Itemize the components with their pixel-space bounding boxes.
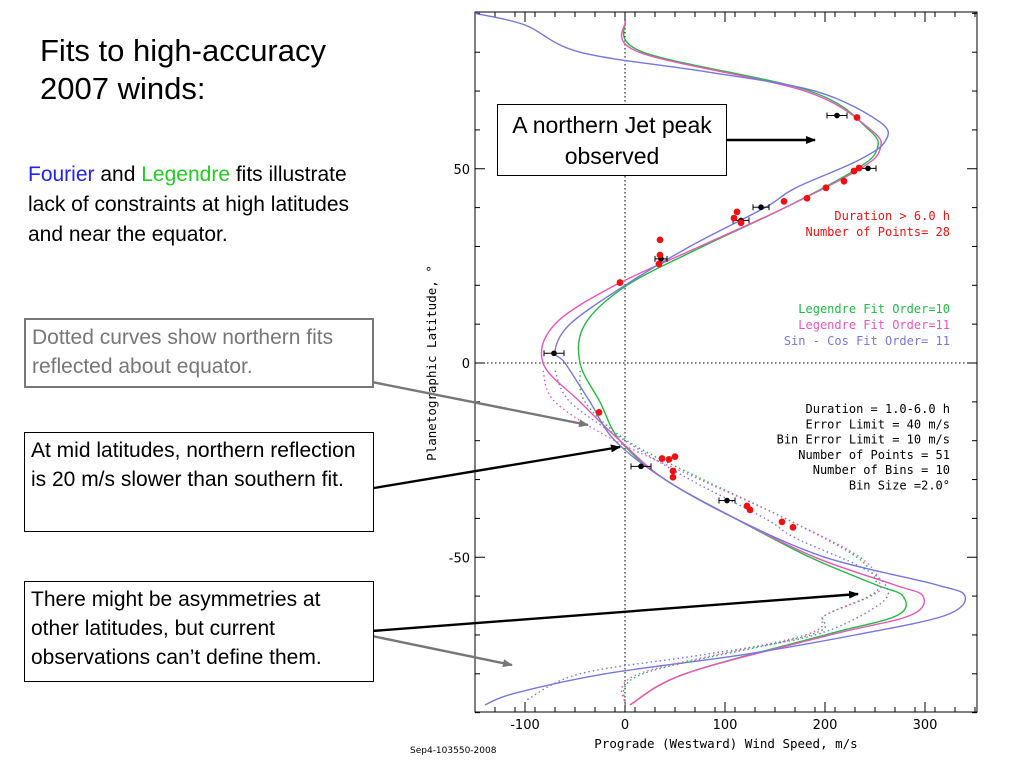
stats-red-label: Number of Points= 28 <box>806 225 951 239</box>
stats-label: Number of Points = 51 <box>798 448 950 462</box>
fit-curve <box>540 20 926 706</box>
observation-point <box>853 114 861 121</box>
observation-point <box>850 167 858 175</box>
callout-arrow <box>371 590 859 633</box>
observation-point <box>840 177 848 185</box>
observation-point <box>730 214 738 222</box>
reflected-fit-curve <box>524 370 890 702</box>
observation-point <box>822 184 830 192</box>
title-line-1: Fits to high-accuracy <box>40 33 326 68</box>
observation-point <box>655 260 663 268</box>
observation-point <box>803 194 811 202</box>
legendre-word: Legendre <box>141 163 230 186</box>
bin-point <box>724 497 730 504</box>
bin-point <box>834 112 840 119</box>
observation-point <box>671 453 679 461</box>
x-tick-label: 200 <box>813 718 838 733</box>
observation-point <box>780 197 788 205</box>
y-tick-label: 50 <box>453 163 470 178</box>
callout-dotted-curves: Dotted curves show northern fits reflect… <box>24 318 374 388</box>
stats-label: Duration = 1.0-6.0 h <box>806 402 951 416</box>
legend-entry: Sin - Cos Fit Order= 11 <box>784 334 950 348</box>
callout-mid-latitudes: At mid latitudes, northern reflection is… <box>24 432 374 532</box>
callout-arrow <box>371 634 513 668</box>
observation-point <box>669 467 677 475</box>
stats-label: Error Limit = 40 m/s <box>806 417 951 431</box>
y-tick-label: -50 <box>449 551 470 566</box>
curves-group <box>475 12 967 706</box>
fourier-word: Fourier <box>28 163 95 186</box>
callout-northern-jet: A northern Jet peak observed <box>497 104 727 176</box>
stats-label: Number of Bins = 10 <box>813 463 950 477</box>
legend-entry: Legendre Fit Order=11 <box>798 318 950 332</box>
description: Fourier and Legendre fits illustrate lac… <box>28 160 368 250</box>
fit-curve <box>475 12 967 706</box>
stats-label: Bin Error Limit = 10 m/s <box>777 433 950 447</box>
observation-point <box>616 279 624 286</box>
y-tick-label: 0 <box>462 357 470 372</box>
y-axis-label: Planetographic Latitude, ° <box>424 265 439 461</box>
observation-point <box>658 455 666 462</box>
plot-frame <box>474 11 978 713</box>
callout-asymmetries: There might be asymmetries at other lati… <box>24 581 374 682</box>
observation-point <box>656 236 664 244</box>
x-tick-label: -100 <box>510 718 540 733</box>
observation-point <box>669 473 677 481</box>
callout-arrow <box>373 444 621 490</box>
observation-point <box>746 506 754 514</box>
callout-arrow <box>371 380 589 428</box>
slide-title: Fits to high-accuracy 2007 winds: <box>40 32 326 108</box>
bin-point <box>551 350 557 357</box>
observation-point <box>778 518 786 526</box>
desc-rest: fits illustrate lack of constraints at h… <box>28 163 350 246</box>
legend-entry: Legendre Fit Order=10 <box>798 302 950 316</box>
observation-point <box>733 208 741 216</box>
observation-point <box>789 523 797 531</box>
title-line-2: 2007 winds: <box>40 71 206 106</box>
observation-point <box>737 219 745 227</box>
bin-point <box>758 204 764 211</box>
stats-red-label: Duration > 6.0 h <box>834 209 950 223</box>
stats-label: Bin Size =2.0° <box>849 479 950 493</box>
bin-point <box>638 463 644 470</box>
bin-point <box>865 165 871 172</box>
desc-and: and <box>94 163 142 186</box>
x-tick-label: 300 <box>913 718 938 733</box>
observation-point <box>656 251 664 259</box>
x-axis-label: Prograde (Westward) Wind Speed, m/s <box>594 736 857 751</box>
observation-point <box>855 164 863 172</box>
x-tick-label: 100 <box>713 718 738 733</box>
footer-stamp: Sep4-103550-2008 <box>410 746 497 756</box>
observation-point <box>665 455 673 463</box>
x-tick-label: 0 <box>621 718 629 733</box>
observation-point <box>595 408 603 416</box>
fit-curve <box>577 20 907 706</box>
